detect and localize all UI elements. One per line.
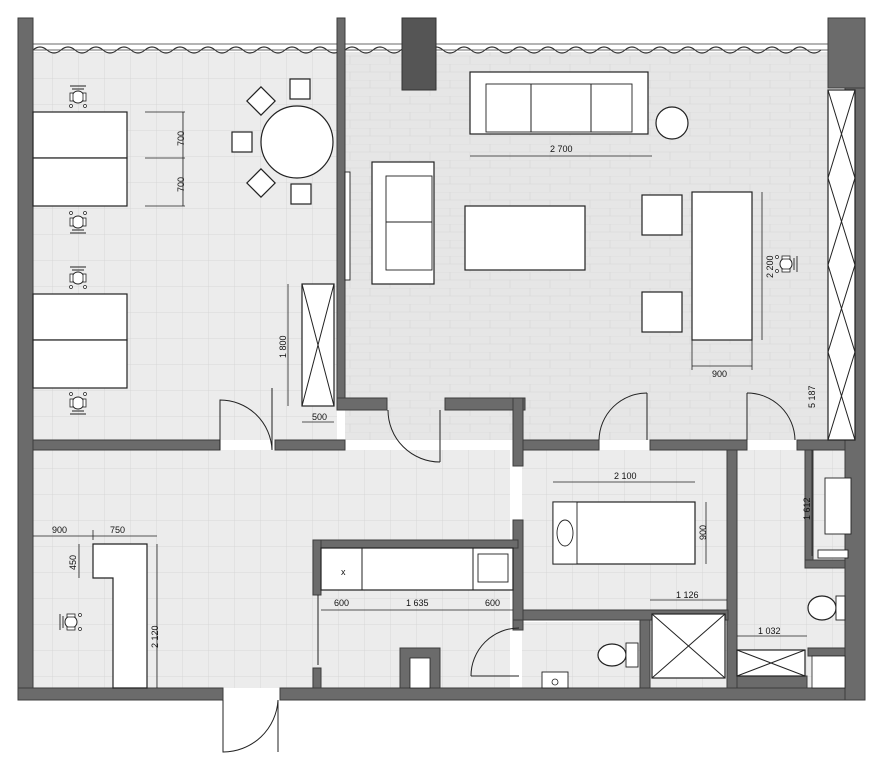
- side-table: [655, 106, 689, 140]
- dim-shower-2: 1 032: [758, 626, 781, 636]
- chair-square: [246, 86, 276, 116]
- dim-bed-length: 2 100: [614, 471, 637, 481]
- dim-desk-700-bottom: 700: [176, 177, 186, 192]
- dim-sofa-width: 2 700: [550, 144, 573, 154]
- dim-worktable-length: 2 200: [765, 255, 775, 278]
- dim-worktable-width: 900: [712, 369, 727, 379]
- dim-wardrobe-height: 1 800: [278, 335, 288, 358]
- dimension-labels: 2 700 2 200 900 5 187 700 700 1 800 500 …: [52, 131, 817, 648]
- dim-reception-450: 450: [68, 555, 78, 570]
- toilet-icon: [597, 643, 627, 667]
- sink-icon: [477, 553, 509, 583]
- dim-kitchen-1635: 1 635: [406, 598, 429, 608]
- chair-square: [290, 183, 312, 205]
- dim-partition: 5 187: [807, 385, 817, 408]
- dim-shower-1: 1 126: [676, 590, 699, 600]
- desk-bottom-1: [32, 293, 128, 341]
- curtain-left: [32, 46, 342, 54]
- dim-wardrobe-depth: 500: [312, 412, 327, 422]
- desk-top-1: [32, 111, 128, 159]
- doors: [219, 388, 796, 753]
- work-table: [691, 191, 753, 341]
- pouf: [641, 194, 683, 236]
- reception-desk: [92, 543, 148, 689]
- reception-zone: [33, 530, 158, 689]
- dim-kitchen-600-right: 600: [485, 598, 500, 608]
- round-table: [260, 105, 334, 179]
- chair-square: [246, 168, 276, 198]
- desk-top-2: [32, 157, 128, 207]
- desk-bottom-2: [32, 339, 128, 389]
- massage-room: [552, 481, 707, 565]
- dim-reception-2120: 2 120: [150, 625, 160, 648]
- kitchenette: x: [317, 547, 514, 665]
- dim-bath-wall: 1 612: [802, 497, 812, 520]
- sink-icon: [824, 477, 852, 535]
- dim-reception-900: 900: [52, 525, 67, 535]
- dim-desk-700-top: 700: [176, 131, 186, 146]
- chair-square: [231, 131, 253, 153]
- sink-mark: x: [341, 567, 346, 577]
- wet-zones: [541, 450, 852, 689]
- dim-reception-750: 750: [110, 525, 125, 535]
- chair-square: [289, 78, 311, 100]
- lounge-zone: [371, 71, 856, 441]
- coffee-table: [464, 205, 586, 271]
- pouf: [641, 291, 683, 333]
- dim-bed-width: 900: [698, 525, 708, 540]
- glass-partition: [827, 89, 856, 441]
- toilet-icon: [807, 595, 837, 621]
- dim-kitchen-600-left: 600: [334, 598, 349, 608]
- office-zone: [32, 78, 351, 423]
